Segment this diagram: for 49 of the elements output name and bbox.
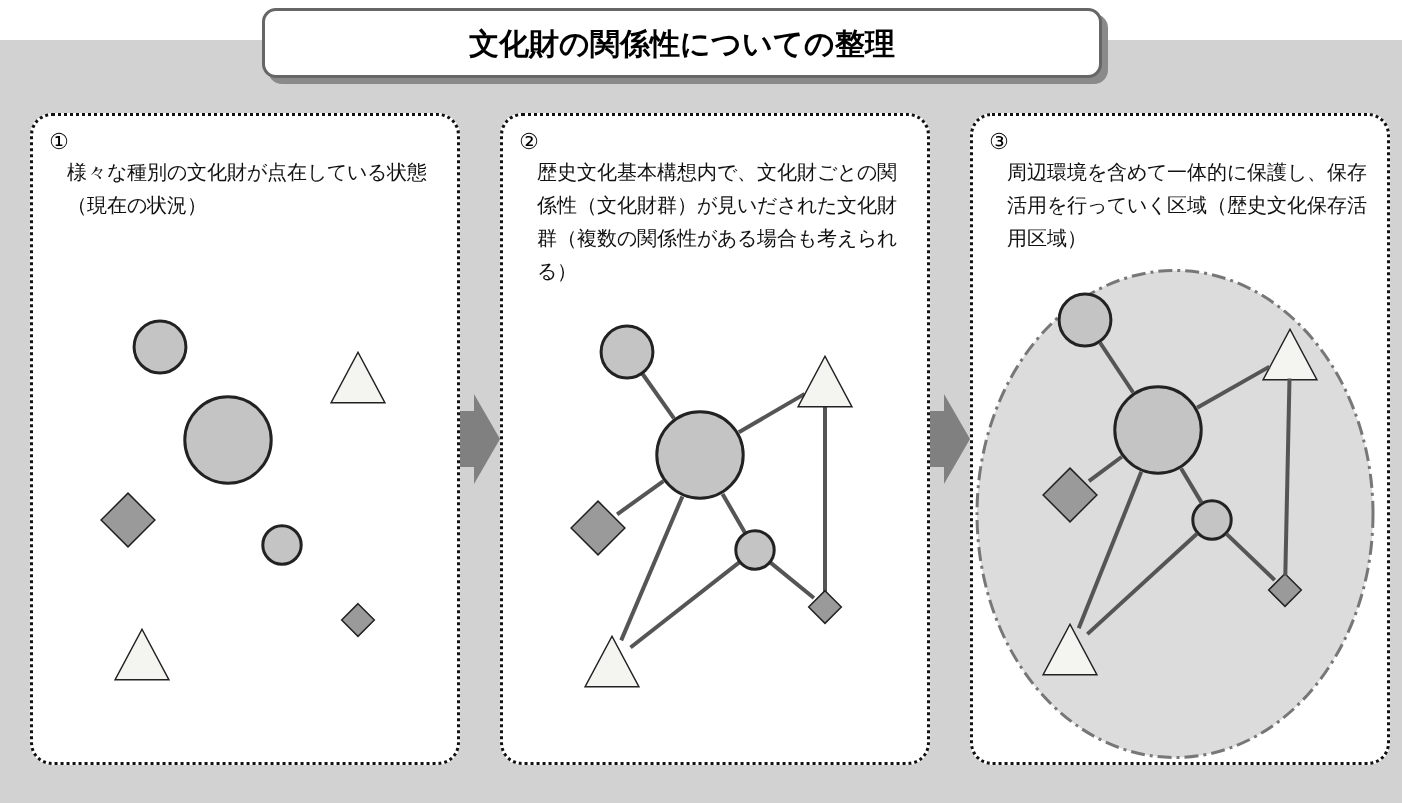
diamond-marker [1268,573,1302,607]
connector-line [629,560,741,650]
circle-marker [655,410,745,500]
connector-line [823,405,827,593]
circle-marker [262,525,302,565]
diamond-marker [341,603,375,637]
circle-marker [183,395,273,485]
connector-line [1076,471,1144,629]
connector-line [1283,378,1292,576]
step-number: ③ [989,128,1009,156]
triangle-marker [584,634,640,690]
circle-marker [735,530,775,570]
connector-line [640,372,676,420]
diamond-marker [100,492,156,548]
diamond-marker [808,590,842,624]
block-arrow [930,394,970,484]
step-number: ① [49,128,69,156]
connector-line [1179,467,1204,504]
circle-marker [600,325,654,379]
dashed-ellipse-region [975,268,1375,760]
connector-line [615,479,665,516]
description-text: 周辺環境を含めて一体的に保護し、保存活用を行っていく区域（歴史文化保存活用区域） [1006,159,1368,252]
connector-line [1086,532,1199,636]
triangle-marker [114,627,170,683]
circle-marker [1058,293,1112,347]
circle-marker [1192,500,1232,540]
connector-line [769,561,816,600]
connector-line [1087,455,1123,483]
diamond-marker [1042,467,1098,523]
triangle-marker [1042,622,1098,678]
description-text: 様々な種別の文化財が点在している状態（現在の状況） [66,159,428,219]
connector-line [720,492,747,534]
diamond-marker [570,500,626,556]
step-number: ② [519,128,539,156]
connector-line [619,495,685,642]
connector-line [1196,364,1271,410]
connector-line [1098,341,1135,394]
connector-line [1225,532,1277,582]
panel-card [970,113,1390,765]
triangle-marker [797,354,853,410]
triangle-marker [1262,327,1318,383]
block-arrow [460,394,500,484]
description-text: 歴史文化基本構想内で、文化財ごとの関係性（文化財群）が見いだされた文化財群（複数の関係性がある場合も考えられる） [536,159,898,285]
panel-card [30,113,460,765]
triangle-marker [330,350,386,406]
circle-marker [1113,385,1203,475]
circle-marker [133,320,187,374]
connector-line [737,392,806,435]
panel-card [500,113,930,765]
